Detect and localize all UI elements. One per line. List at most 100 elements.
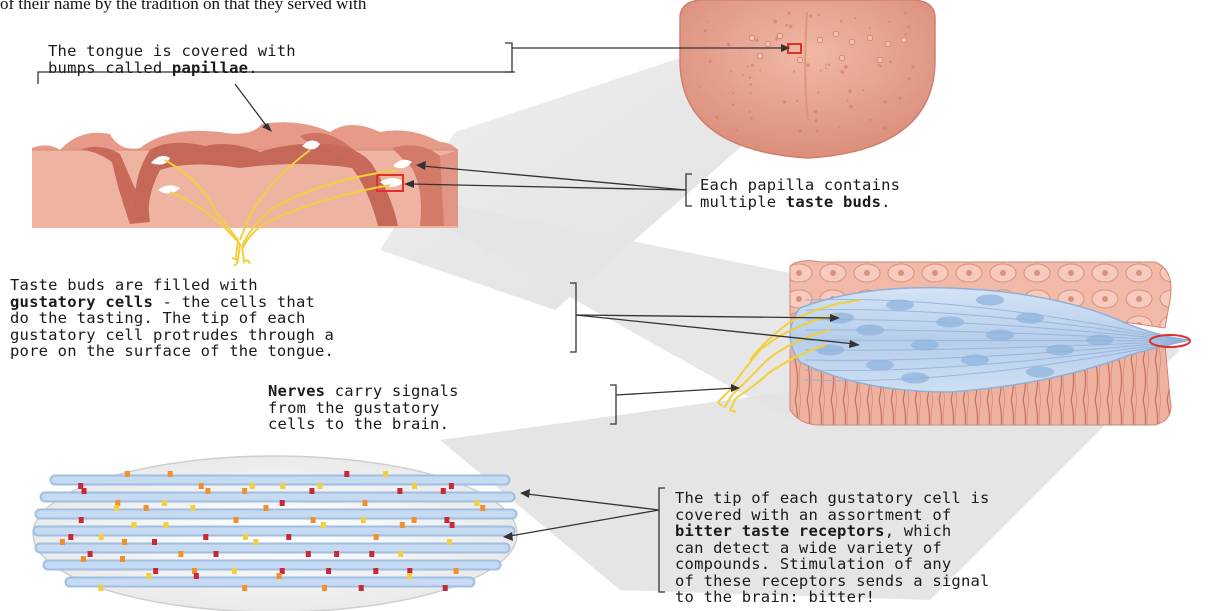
- papilla-bump: [885, 41, 891, 47]
- caption-line: covered with an assortment of: [675, 507, 990, 524]
- receptor: [374, 534, 379, 540]
- receptor: [203, 534, 208, 540]
- caption-text: pore on the surface of the tongue.: [10, 342, 334, 360]
- receptor: [243, 534, 248, 540]
- caption-text: The tongue is covered with: [48, 42, 296, 60]
- papilla-dot: [862, 89, 864, 91]
- receptor: [322, 585, 327, 591]
- papilla-dot: [783, 100, 786, 103]
- caption-line: multiple taste buds.: [700, 194, 900, 211]
- papilla-dot: [773, 20, 777, 24]
- papilla-dot: [796, 100, 798, 102]
- caption-line: compounds. Stimulation of any: [675, 556, 990, 573]
- papilla-dot: [799, 129, 802, 132]
- papilla-dot: [742, 74, 744, 76]
- papilla-dot: [854, 17, 856, 19]
- caption-text: .: [881, 193, 891, 211]
- caption-text: of these receptors sends a signal: [675, 572, 990, 590]
- caption-line: gustatory cells - the cells that: [10, 294, 334, 311]
- microvilli-strands: [38, 480, 512, 582]
- papilla-dot: [889, 61, 892, 64]
- papilla-dot: [846, 99, 848, 101]
- receptor: [199, 483, 204, 489]
- papilla-dot: [735, 129, 738, 132]
- receptor: [449, 483, 454, 489]
- cell-nucleus: [866, 360, 894, 371]
- caption-term: Nerves: [268, 382, 325, 400]
- receptor: [280, 483, 285, 489]
- papilla-bump: [877, 57, 883, 63]
- papilla-bump: [901, 37, 907, 43]
- receptor: [114, 505, 119, 511]
- papilla-bump: [839, 55, 845, 61]
- receptor: [146, 573, 151, 579]
- papilla-dot: [883, 126, 887, 130]
- receptor: [234, 517, 239, 523]
- caption-line: to the brain: bitter!: [675, 589, 990, 606]
- papilla-dot: [814, 110, 818, 114]
- caption-text: Each papilla contains: [700, 176, 900, 194]
- papilla-dot: [889, 21, 891, 23]
- receptor: [190, 505, 195, 511]
- papilla-dot: [820, 70, 822, 72]
- receptor: [122, 539, 127, 545]
- papilla-dot: [904, 12, 906, 14]
- receptor: [81, 556, 86, 562]
- receptor: [311, 517, 316, 523]
- receptor: [232, 568, 237, 574]
- papilla-dot: [785, 24, 788, 27]
- receptor: [412, 483, 417, 489]
- receptor: [361, 517, 366, 523]
- receptor: [98, 585, 103, 591]
- papilla-dot: [749, 76, 751, 78]
- papilla-bump: [749, 35, 755, 41]
- papilla-dot: [747, 65, 749, 67]
- caption-text: The tip of each gustatory cell is: [675, 489, 990, 507]
- receptor: [344, 471, 349, 477]
- papilla-dot: [788, 11, 791, 14]
- caption-text: , which: [885, 522, 952, 540]
- cell-nucleus: [856, 325, 884, 336]
- cell-nucleus: [1016, 313, 1044, 324]
- caption-term: taste buds: [786, 193, 881, 211]
- papilla-dot: [838, 125, 840, 127]
- receptor: [334, 551, 339, 557]
- caption-text: bumps called: [48, 59, 172, 77]
- papilla-dot: [849, 105, 853, 109]
- cell-nucleus: [986, 330, 1014, 341]
- receptor: [443, 585, 448, 591]
- receptor: [400, 522, 405, 528]
- receptor: [450, 522, 455, 528]
- caption-term: papillae: [172, 59, 248, 77]
- receptor: [120, 556, 125, 562]
- papilla-dot: [911, 65, 915, 69]
- papilla-dot: [715, 116, 718, 119]
- caption-text: compounds. Stimulation of any: [675, 555, 951, 573]
- papilla-bump: [817, 37, 823, 43]
- papilla-dot: [750, 117, 753, 120]
- papilla-dot: [732, 104, 734, 106]
- papilla-dot: [825, 64, 827, 66]
- caption-text: carry signals: [325, 382, 458, 400]
- caption-text: from the gustatory: [268, 399, 440, 417]
- papilla-dot: [730, 70, 732, 72]
- cell-nucleus: [961, 355, 989, 366]
- papilla-dot: [789, 25, 793, 29]
- papilla-dot: [848, 89, 852, 93]
- receptor: [306, 551, 311, 557]
- receptor: [444, 517, 449, 523]
- receptor: [277, 573, 282, 579]
- caption-text: to the brain: bitter!: [675, 588, 875, 606]
- receptor: [214, 551, 219, 557]
- caption-text: - the cells that: [153, 293, 315, 311]
- papilla-dot: [898, 96, 901, 99]
- caption-text: cells to the brain.: [268, 415, 449, 433]
- papilla-dot: [869, 27, 871, 29]
- receptor: [125, 471, 130, 477]
- papilla-dot: [707, 21, 709, 23]
- papilla-bump: [849, 39, 855, 45]
- caption-line: pore on the surface of the tongue.: [10, 343, 334, 360]
- papilla-bump: [867, 35, 873, 41]
